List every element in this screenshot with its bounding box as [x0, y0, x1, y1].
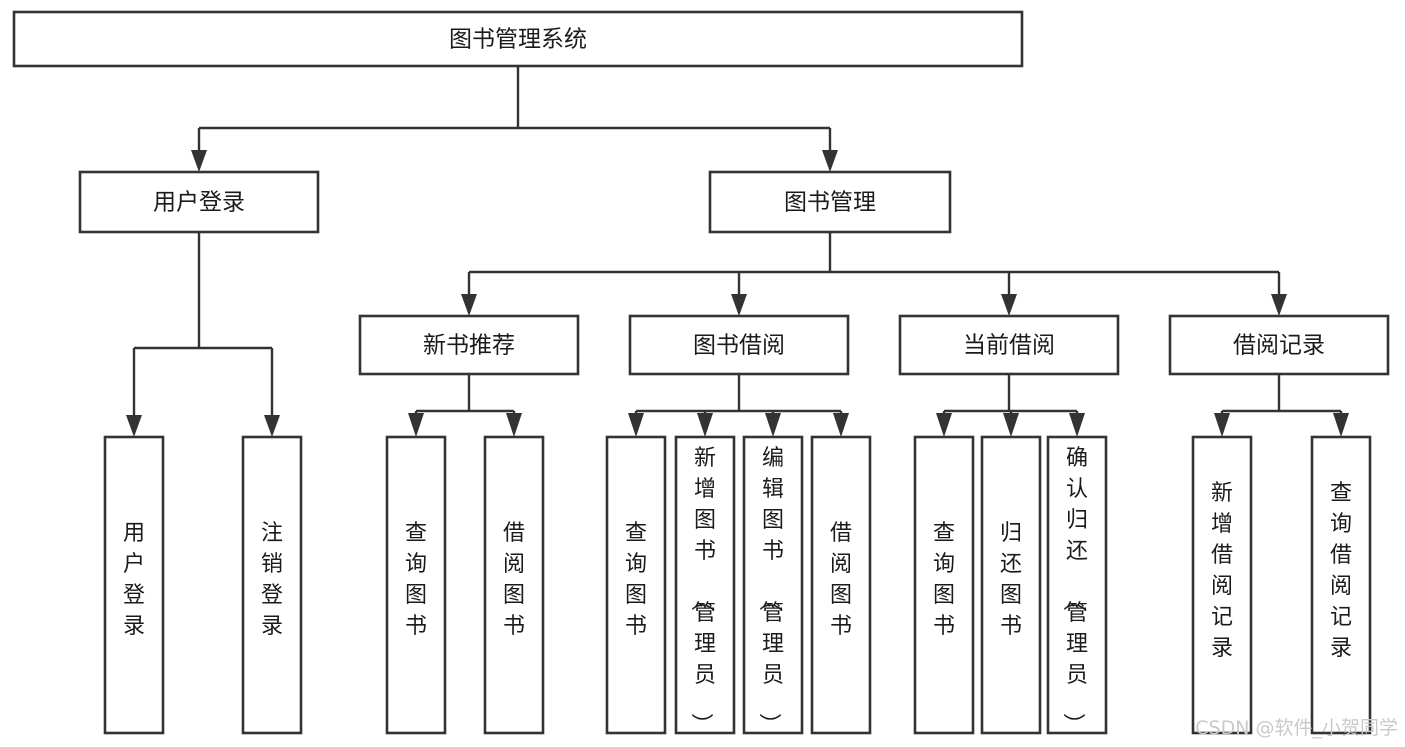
node-user-login[interactable]: 用户登录 [78, 170, 320, 234]
arrow-to-leaf-query-book-current [936, 413, 952, 437]
node-leaf-query-book-current[interactable]: 查询图书 [913, 435, 975, 735]
arrow-to-leaf-confirm-return-admin [1069, 413, 1085, 437]
arrow-to-leaf-query-book-borrow [628, 413, 644, 437]
arrow-to-leaf-add-borrow-record [1214, 413, 1230, 437]
node-leaf-user-login[interactable]: 用户登录 [103, 435, 165, 735]
arrow-to-borrow-record [1271, 294, 1287, 316]
arrow-to-user-login [191, 150, 207, 172]
node-leaf-borrow-book[interactable]: 借阅图书 [810, 435, 872, 735]
node-new-book-recommend-label: 新书推荐 [423, 333, 515, 359]
arrow-to-leaf-logout [264, 415, 280, 437]
node-leaf-query-book-borrow-label: 查询图书 [625, 521, 647, 639]
node-leaf-confirm-return-admin[interactable]: 确认归还（管理员） [1046, 435, 1108, 735]
arrow-to-leaf-query-book-recommend [408, 413, 424, 437]
node-leaf-return-book-label: 归还图书 [1000, 521, 1022, 639]
node-book-manage[interactable]: 图书管理 [708, 170, 952, 234]
node-leaf-borrow-book-label: 借阅图书 [830, 521, 852, 639]
node-leaf-return-book[interactable]: 归还图书 [980, 435, 1042, 735]
arrow-to-new-book-recommend [461, 294, 477, 316]
node-leaf-add-book-admin-label: 新增图书（管理员） [688, 446, 716, 735]
node-user-login-label: 用户登录 [153, 190, 245, 216]
arrow-to-leaf-borrow-book [833, 413, 849, 437]
edge-current-borrow-trunk [942, 374, 1079, 417]
node-new-book-recommend[interactable]: 新书推荐 [358, 314, 580, 376]
node-leaf-borrow-book-recommend-label: 借阅图书 [503, 521, 525, 639]
edge-book-borrow-trunk [634, 374, 843, 417]
node-leaf-query-borrow-record-label: 查询借阅记录 [1330, 481, 1352, 661]
node-leaf-borrow-book-recommend[interactable]: 借阅图书 [483, 435, 545, 735]
edge-book-manage-trunk [467, 232, 1281, 296]
arrow-to-leaf-edit-book-admin [765, 413, 781, 437]
edge-borrow-record-trunk [1220, 374, 1343, 417]
arrow-to-leaf-add-book-admin [697, 413, 713, 437]
node-book-borrow[interactable]: 图书借阅 [628, 314, 850, 376]
node-leaf-add-borrow-record-label: 新增借阅记录 [1211, 481, 1233, 661]
arrow-to-book-borrow [731, 294, 747, 316]
node-leaf-query-book-current-label: 查询图书 [933, 521, 955, 639]
node-current-borrow[interactable]: 当前借阅 [898, 314, 1120, 376]
node-root-label: 图书管理系统 [449, 27, 587, 53]
edge-new-book-recommend-trunk [414, 374, 516, 417]
node-root[interactable]: 图书管理系统 [12, 10, 1024, 68]
node-leaf-logout-label: 注销登录 [261, 521, 283, 639]
node-leaf-query-book-borrow[interactable]: 查询图书 [605, 435, 667, 735]
edge-user-login-trunk [132, 232, 274, 417]
edge-root-trunk [197, 66, 832, 152]
node-leaf-query-book-recommend[interactable]: 查询图书 [385, 435, 447, 735]
arrow-to-leaf-query-borrow-record [1333, 413, 1349, 437]
node-current-borrow-label: 当前借阅 [963, 333, 1055, 359]
csdn-watermark: CSDN @软件_小贺同学 [1195, 717, 1398, 739]
connectors-layer [126, 66, 1349, 437]
node-leaf-add-borrow-record[interactable]: 新增借阅记录 [1191, 435, 1253, 735]
node-leaf-query-book-recommend-label: 查询图书 [405, 521, 427, 639]
node-leaf-confirm-return-admin-label: 确认归还（管理员） [1060, 446, 1088, 735]
node-leaf-edit-book-admin-label: 编辑图书（管理员） [756, 446, 784, 735]
node-book-borrow-label: 图书借阅 [693, 333, 785, 359]
node-leaf-query-borrow-record[interactable]: 查询借阅记录 [1310, 435, 1372, 735]
node-borrow-record[interactable]: 借阅记录 [1168, 314, 1390, 376]
arrow-to-leaf-return-book [1003, 413, 1019, 437]
node-leaf-edit-book-admin[interactable]: 编辑图书（管理员） [742, 435, 804, 735]
arrow-to-book-manage [822, 150, 838, 172]
node-leaf-user-login-label: 用户登录 [123, 521, 145, 639]
arrow-to-leaf-user-login [126, 415, 142, 437]
node-leaf-logout[interactable]: 注销登录 [241, 435, 303, 735]
node-leaf-add-book-admin[interactable]: 新增图书（管理员） [674, 435, 736, 735]
node-book-manage-label: 图书管理 [784, 190, 876, 216]
arrow-to-leaf-borrow-book-recommend [506, 413, 522, 437]
node-borrow-record-label: 借阅记录 [1233, 333, 1325, 359]
arrow-to-current-borrow [1001, 294, 1017, 316]
